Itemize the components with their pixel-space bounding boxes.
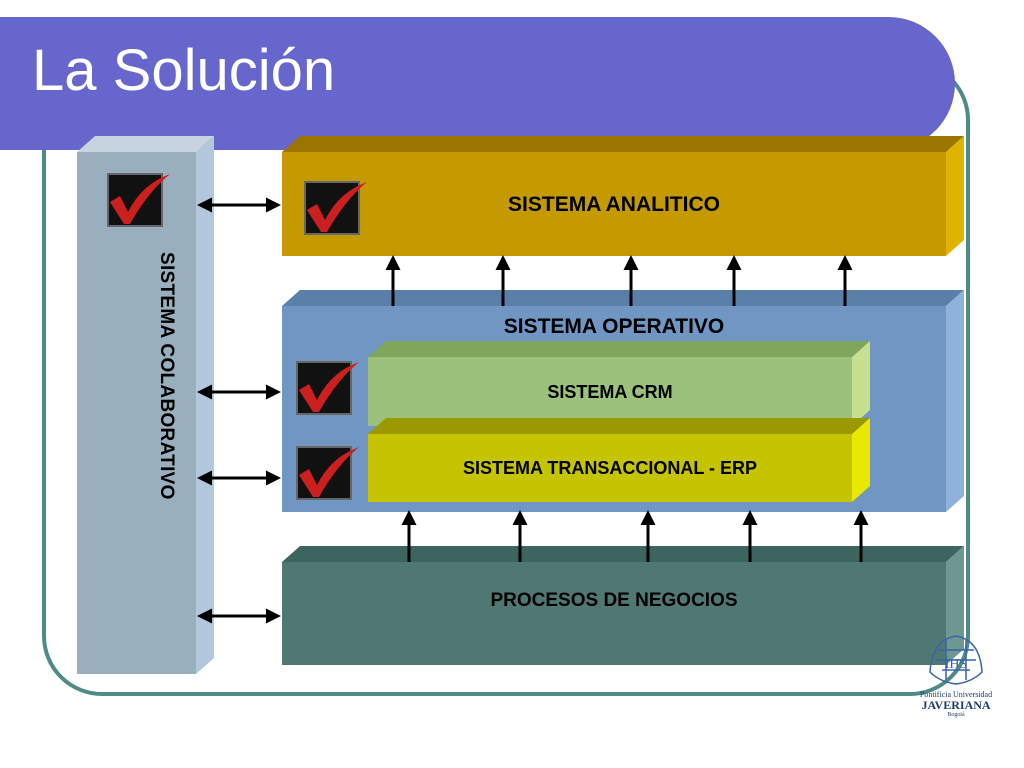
collaborative-system-label: SISTEMA COLABORATIVO <box>156 252 177 500</box>
logo-line3: Bogotá <box>947 712 965 718</box>
crm-system-block <box>368 341 870 426</box>
erp-system-label: SISTEMA TRANSACCIONAL - ERP <box>462 458 757 478</box>
check-icon <box>107 173 170 227</box>
check-icon <box>304 181 367 235</box>
business-processes-block <box>282 546 964 665</box>
svg-text:IHS: IHS <box>945 657 968 672</box>
analytic-system-block <box>282 136 964 256</box>
logo-line1: Pontificia Universidad <box>919 690 993 699</box>
operative-system-label: SISTEMA OPERATIVO <box>503 315 725 338</box>
check-icon <box>296 361 359 415</box>
university-crest-icon: IHS <box>929 635 983 685</box>
erp-system-block <box>368 418 870 502</box>
title-band <box>0 17 955 150</box>
logo-line2: JAVERIANA <box>921 698 991 712</box>
analytic-system-label: SISTEMA ANALITICO <box>508 193 720 216</box>
slide-title: La Solución <box>32 38 336 103</box>
check-icon <box>296 446 359 500</box>
collaborative-system-block <box>77 136 214 674</box>
business-processes-label: PROCESOS DE NEGOCIOS <box>490 590 738 611</box>
crm-system-label: SISTEMA CRM <box>547 382 673 402</box>
